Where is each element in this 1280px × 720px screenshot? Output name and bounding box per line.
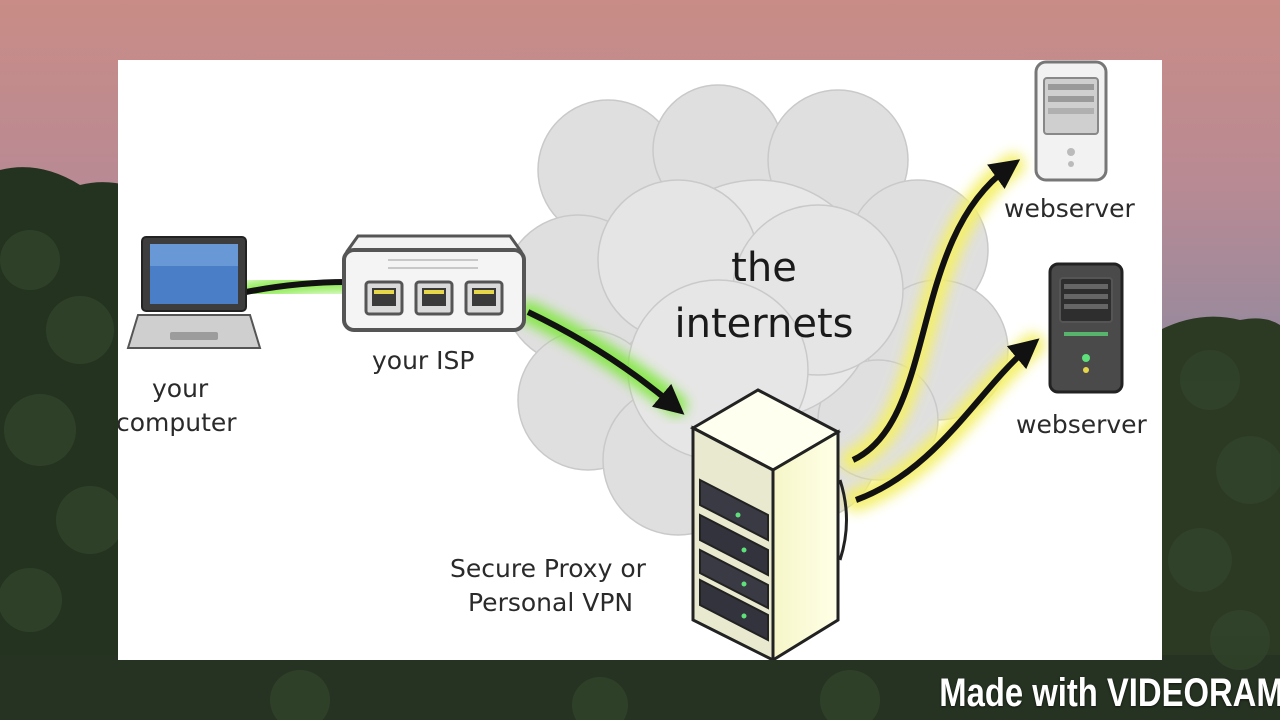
arrow-isp-to-proxy [526,309,685,415]
computer-label-line1: your [152,374,209,403]
proxy-label-line2: Personal VPN [468,588,634,617]
computer-label-line2: computer [118,408,237,437]
cloud-label-line1: the [731,245,797,291]
webserver-top-icon [1034,60,1108,182]
network-diagram [126,60,1124,660]
diagram-panel: your computer your ISP the internets Sec… [118,60,1162,660]
cloud-label-line2: internets [674,301,854,347]
arrow-proxy-to-webserver-top [851,159,1021,463]
webserver-bottom-icon [1048,262,1124,394]
proxy-server-rack-icon [689,388,848,660]
arrow-proxy-to-webserver-bottom [854,338,1040,503]
proxy-label-line1: Secure Proxy or [450,554,646,583]
isp-label: your ISP [372,346,475,375]
laptop-icon [126,236,262,349]
internet-cloud [502,84,1009,536]
link-computer-isp [243,279,349,295]
webserver-top-label: webserver [1004,194,1135,223]
webserver-bottom-label: webserver [1016,410,1147,439]
videorama-watermark: Made with VIDEORAMA [939,671,1280,715]
router-icon [342,234,526,332]
